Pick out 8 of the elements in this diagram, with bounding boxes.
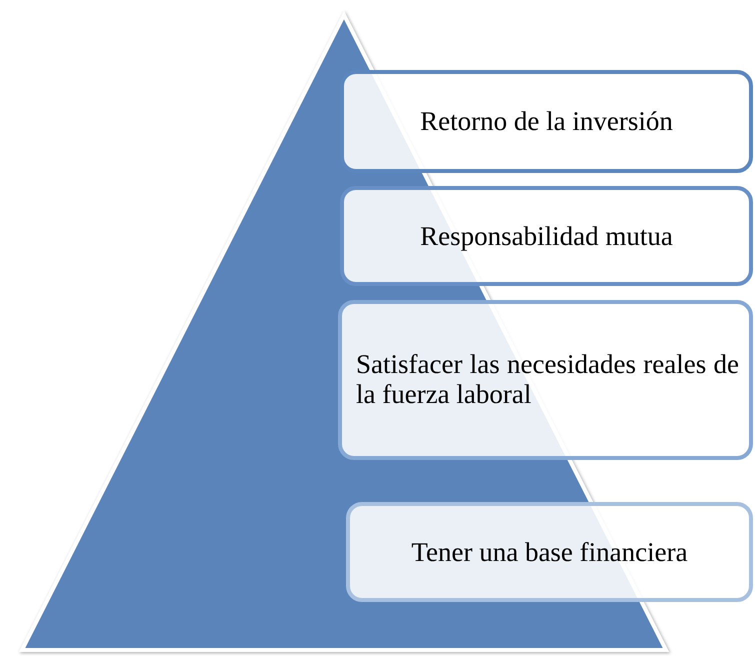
box-label: Satisfacer las necesidades reales de la fuerza laboral <box>355 350 740 410</box>
box-label: Responsabilidad mutua <box>420 220 673 252</box>
text-box <box>340 186 753 286</box>
text-box <box>346 502 753 602</box>
box-label: Retorno de la inversión <box>420 106 673 137</box>
box-label: Tener una base financiera <box>411 536 688 568</box>
text-box <box>340 70 753 173</box>
text-box <box>338 300 753 460</box>
